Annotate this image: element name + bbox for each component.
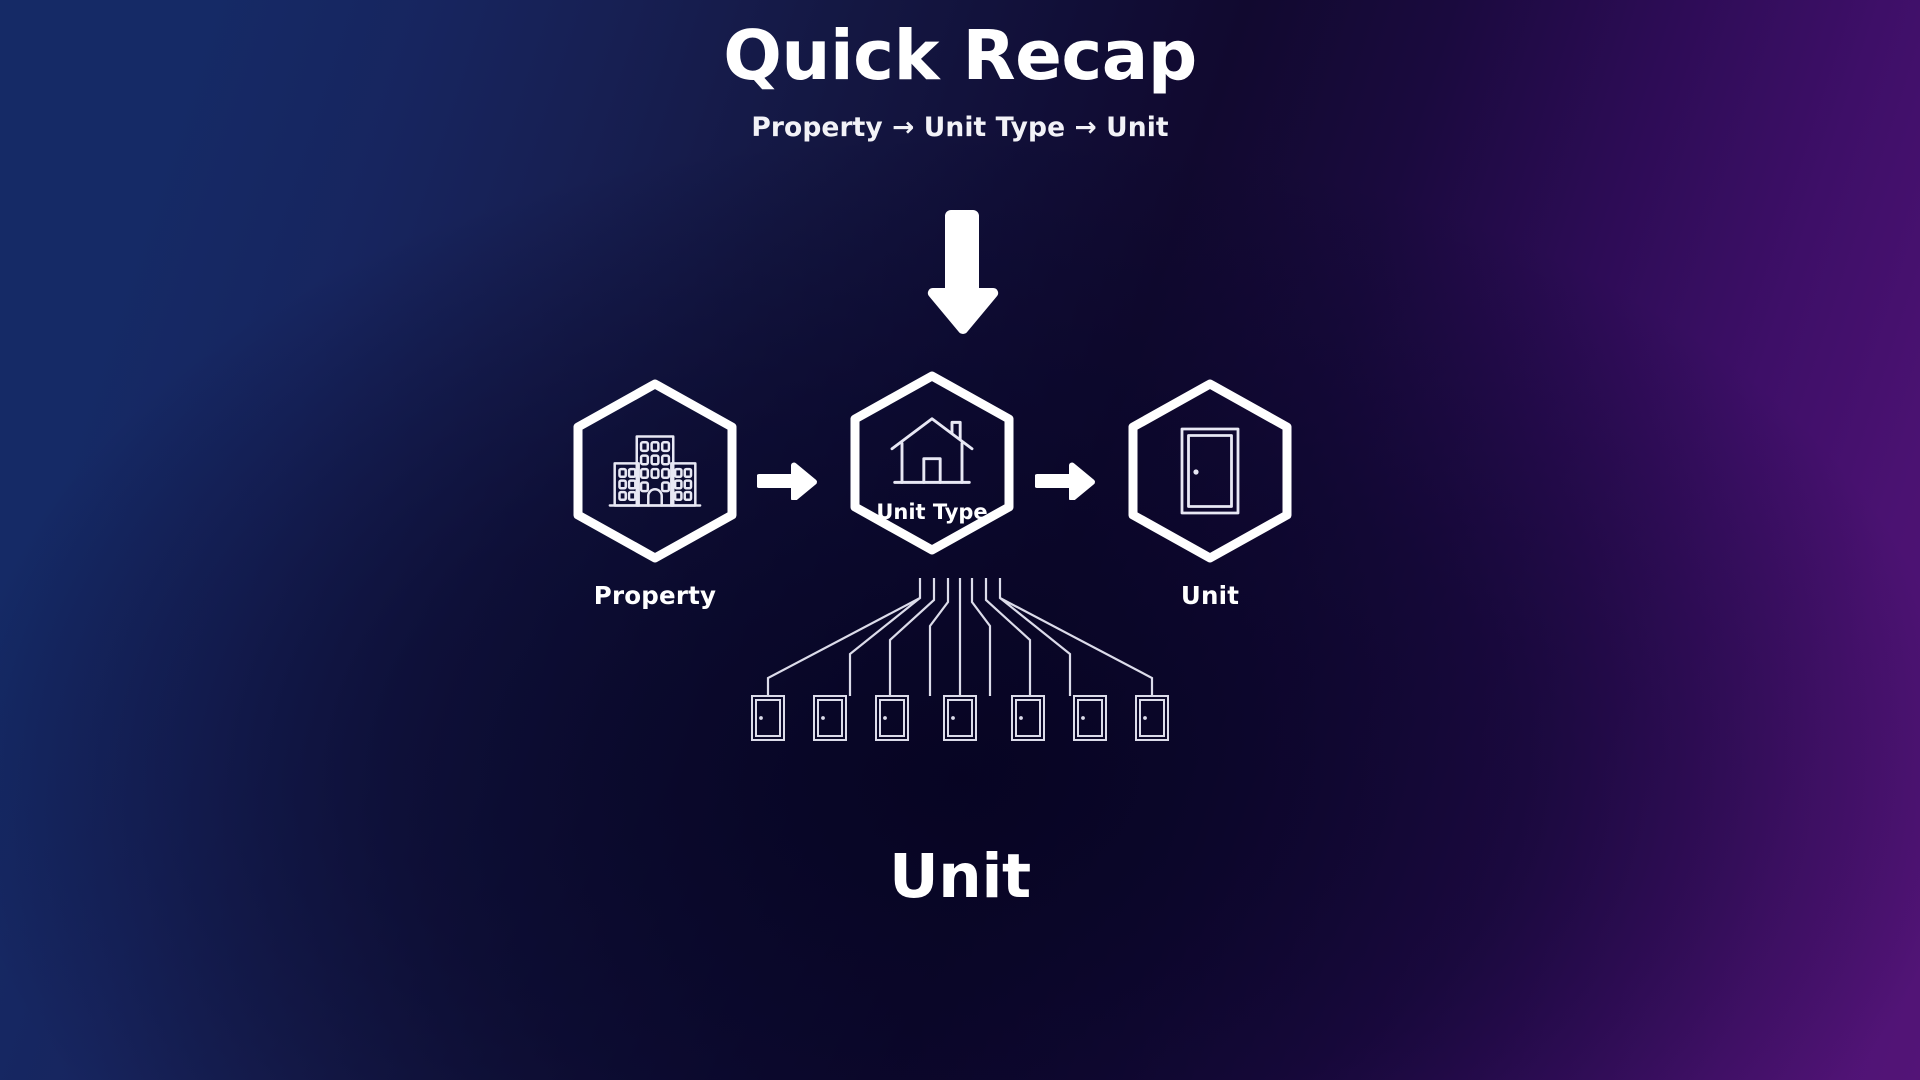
door-icon bbox=[943, 695, 977, 741]
header: Quick Recap Property → Unit Type → Unit bbox=[0, 16, 1920, 144]
door-icon bbox=[1179, 426, 1241, 516]
page-title: Quick Recap bbox=[723, 16, 1197, 96]
arrow-right-icon bbox=[757, 462, 819, 500]
arrow-right-icon bbox=[1035, 462, 1097, 500]
flow-node-unit[interactable]: Unit bbox=[1115, 378, 1305, 610]
door-icon bbox=[813, 695, 847, 741]
hexagon-outline-property bbox=[560, 378, 750, 564]
door-icon bbox=[1011, 695, 1045, 741]
breadcrumb: Property → Unit Type → Unit bbox=[751, 112, 1169, 143]
door-icon bbox=[875, 695, 909, 741]
unit-branch-tree bbox=[744, 578, 1176, 778]
flow-node-unit-type[interactable]: Unit Type bbox=[837, 370, 1027, 556]
door-icon bbox=[1135, 695, 1169, 741]
flow-node-label-unit: Unit bbox=[1180, 581, 1240, 610]
flow-node-property[interactable]: Property bbox=[560, 378, 750, 610]
flow-node-inner-label-unit-type: Unit Type bbox=[876, 500, 988, 524]
arrow-down-icon bbox=[924, 206, 1000, 346]
caption-heading: Unit bbox=[889, 841, 1031, 912]
house-icon bbox=[886, 416, 978, 496]
flow-diagram: Property bbox=[560, 371, 1360, 798]
door-icon bbox=[1073, 695, 1107, 741]
hexagon-outline-unit-type: Unit Type bbox=[837, 370, 1027, 556]
building-icon bbox=[607, 423, 703, 519]
door-icon bbox=[751, 695, 785, 741]
flow-node-label-property: Property bbox=[593, 581, 717, 610]
hexagon-outline-unit bbox=[1115, 378, 1305, 564]
